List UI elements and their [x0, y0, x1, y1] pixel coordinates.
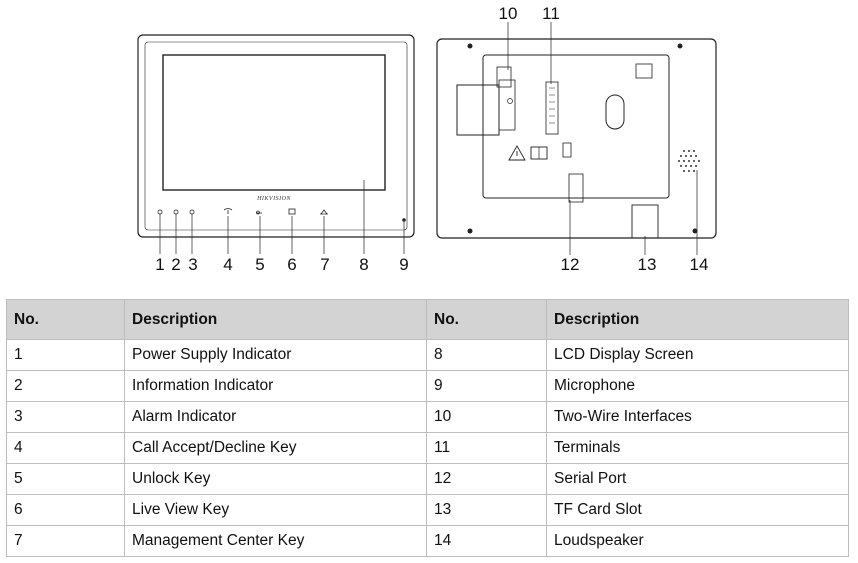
callout-3: 3 — [188, 255, 197, 274]
live-view-key-icon — [288, 208, 296, 215]
callout-10: 10 — [499, 4, 518, 23]
cell-description: Live View Key — [124, 494, 427, 526]
cell-no: 4 — [6, 432, 125, 464]
cell-description: Microphone — [546, 370, 849, 402]
cell-description: TF Card Slot — [546, 494, 849, 526]
callout-14: 14 — [690, 255, 709, 274]
callout-12: 12 — [561, 255, 580, 274]
mounting-slot — [605, 94, 625, 130]
cell-no: 1 — [6, 339, 125, 371]
cell-no: 10 — [426, 401, 547, 433]
cell-description: Alarm Indicator — [124, 401, 427, 433]
alarm-indicator — [189, 209, 195, 215]
callout-6: 6 — [287, 255, 296, 274]
callout-8: 8 — [359, 255, 368, 274]
back-housing — [436, 38, 717, 239]
tf-card-slot — [631, 204, 659, 239]
cell-description: Two-Wire Interfaces — [546, 401, 849, 433]
callout-2: 2 — [171, 255, 180, 274]
device-diagram: HIKVISION 1 2 3 4 5 6 7 8 9 — [137, 4, 717, 274]
cell-description: Serial Port — [546, 463, 849, 495]
header-no-left: No. — [6, 299, 125, 340]
cell-description: Management Center Key — [124, 525, 427, 557]
cell-no: 11 — [426, 432, 547, 464]
cell-no: 7 — [6, 525, 125, 557]
table-row: 4 Call Accept/Decline Key 11 Terminals — [6, 432, 849, 464]
component-table: No. Description No. Description 1 Power … — [6, 299, 849, 557]
table-row: 2 Information Indicator 9 Microphone — [6, 370, 849, 402]
back-view — [436, 22, 717, 255]
cell-no: 2 — [6, 370, 125, 402]
callout-1: 1 — [155, 255, 164, 274]
unlock-key-icon — [256, 210, 262, 215]
cell-description: Unlock Key — [124, 463, 427, 495]
serial-port — [562, 142, 572, 158]
terminals — [545, 81, 559, 135]
microphone-hole — [402, 218, 406, 222]
loudspeaker-grille — [678, 150, 700, 172]
power-indicator — [157, 209, 163, 215]
cell-description: LCD Display Screen — [546, 339, 849, 371]
table-row: 5 Unlock Key 12 Serial Port — [6, 463, 849, 495]
cell-no: 12 — [426, 463, 547, 495]
brand-logo: HIKVISION — [256, 196, 291, 202]
mounting-plate — [482, 54, 670, 199]
call-key-icon — [223, 208, 233, 214]
table-row: 7 Management Center Key 14 Loudspeaker — [6, 525, 849, 557]
callout-13: 13 — [638, 255, 657, 274]
management-key-icon — [320, 209, 328, 215]
info-indicator — [173, 209, 179, 215]
table-header-row: No. Description No. Description — [6, 299, 849, 340]
cell-no: 13 — [426, 494, 547, 526]
two-wire-interface — [496, 66, 512, 88]
warning-icon — [508, 145, 526, 161]
cell-no: 9 — [426, 370, 547, 402]
cell-description: Terminals — [546, 432, 849, 464]
lcd-screen — [162, 54, 386, 191]
cell-description: Power Supply Indicator — [124, 339, 427, 371]
header-description-right: Description — [546, 299, 849, 340]
cell-no: 8 — [426, 339, 547, 371]
back-callouts: 10 11 12 13 14 — [499, 4, 709, 274]
callout-5: 5 — [255, 255, 264, 274]
callout-7: 7 — [320, 255, 329, 274]
callout-4: 4 — [223, 255, 232, 274]
callout-9: 9 — [399, 255, 408, 274]
front-bezel — [144, 41, 408, 231]
table-row: 1 Power Supply Indicator 8 LCD Display S… — [6, 339, 849, 371]
cell-no: 14 — [426, 525, 547, 557]
callout-11: 11 — [542, 4, 560, 23]
table-row: 6 Live View Key 13 TF Card Slot — [6, 494, 849, 526]
header-description-left: Description — [124, 299, 427, 340]
cell-description: Call Accept/Decline Key — [124, 432, 427, 464]
front-view: HIKVISION — [137, 34, 415, 254]
cell-no: 3 — [6, 401, 125, 433]
connector-block — [456, 84, 500, 136]
table-row: 3 Alarm Indicator 10 Two-Wire Interfaces — [6, 401, 849, 433]
header-no-right: No. — [426, 299, 547, 340]
cell-description: Information Indicator — [124, 370, 427, 402]
cell-description: Loudspeaker — [546, 525, 849, 557]
cell-no: 5 — [6, 463, 125, 495]
front-housing — [137, 34, 415, 238]
front-callouts: 1 2 3 4 5 6 7 8 9 — [155, 255, 408, 274]
cell-no: 6 — [6, 494, 125, 526]
